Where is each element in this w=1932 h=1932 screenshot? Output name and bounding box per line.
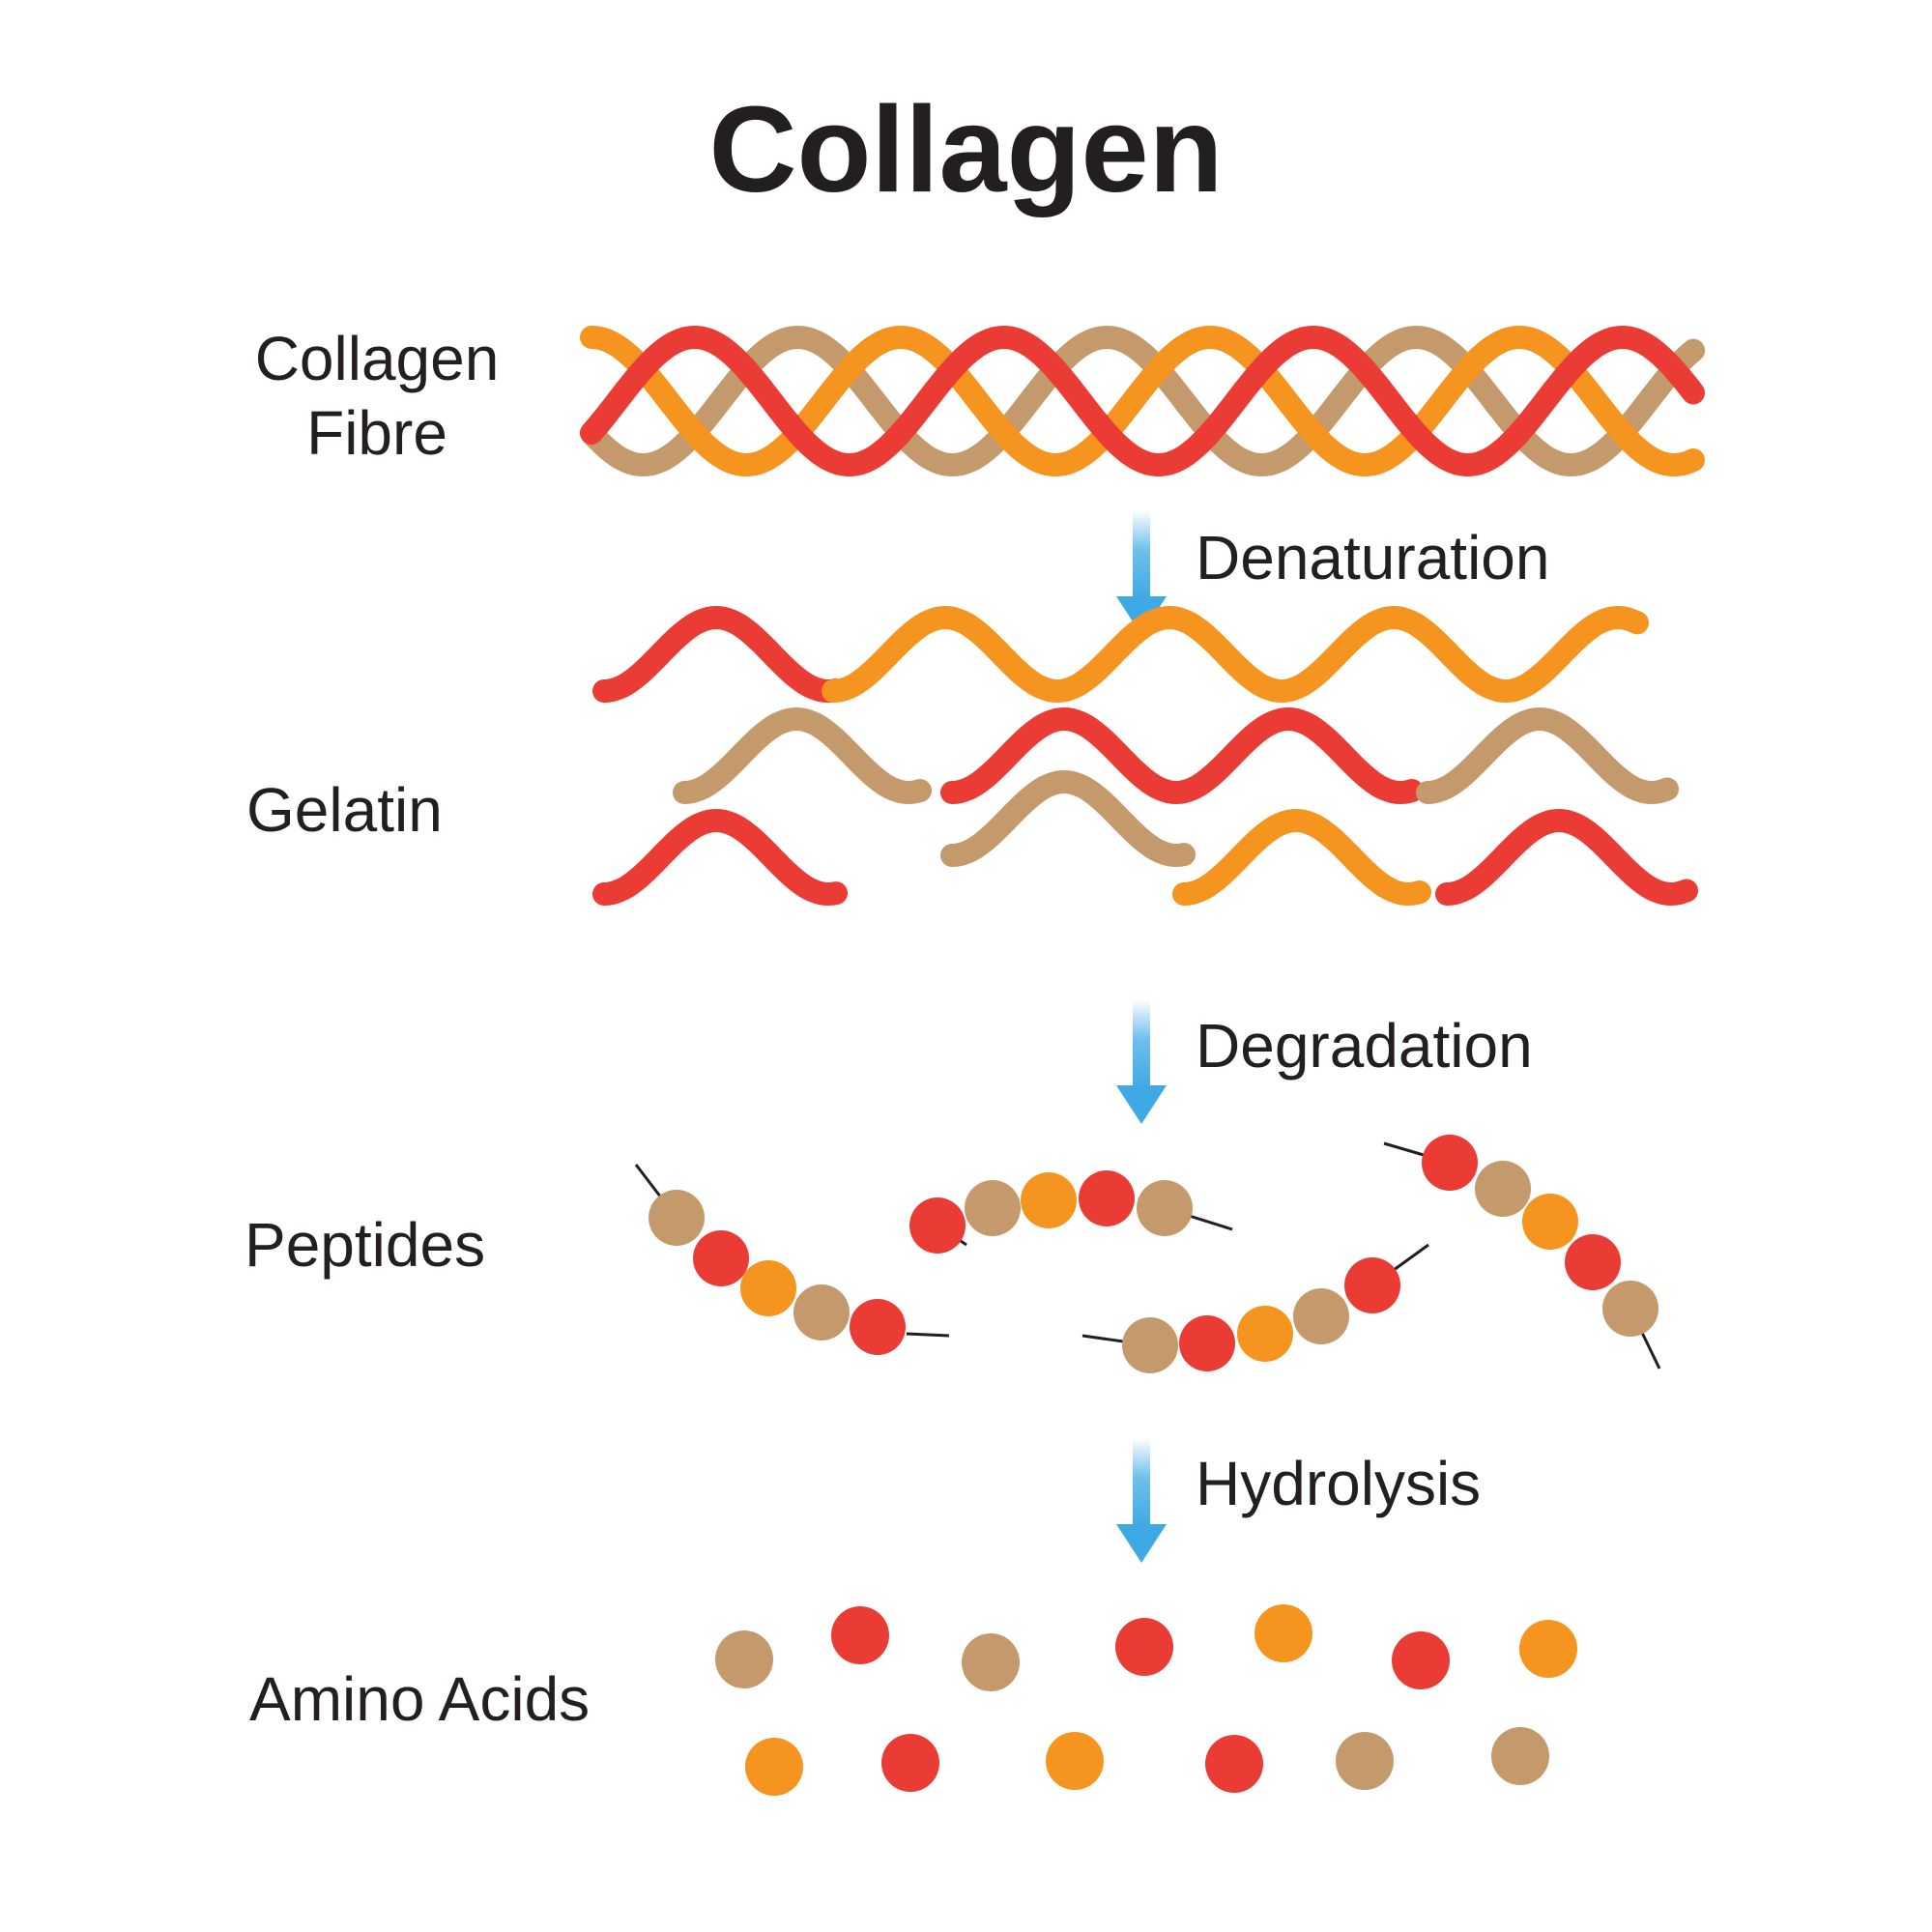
amino-acid-molecule [1046, 1732, 1104, 1790]
arrow-hydrolysis [1116, 1438, 1167, 1563]
gelatin-strand [592, 808, 848, 907]
stage-label-gelatin: Gelatin [246, 775, 443, 845]
stage-label-collagen-fibre: Collagen Fibre [242, 322, 512, 471]
arrow-degradation [1116, 999, 1167, 1124]
gelatin-strand [940, 706, 1424, 805]
amino-acid-bead [1237, 1306, 1293, 1362]
peptide-chain [1383, 1135, 1661, 1370]
amino-acid-bead [1475, 1161, 1531, 1217]
amino-acid-bead [965, 1180, 1021, 1236]
peptide-chain [909, 1170, 1233, 1254]
gelatin-strand [673, 706, 932, 805]
helix-strand-tan [580, 325, 1705, 477]
amino-acid-molecule [881, 1734, 939, 1792]
stage-label-collagen-fibre-line2: Fibre [306, 397, 447, 468]
page-title: Collagen [708, 81, 1224, 217]
amino-acid-bead [1079, 1170, 1135, 1226]
amino-acid-bead [1021, 1172, 1077, 1228]
amino-acid-molecule [962, 1633, 1020, 1691]
amino-acid-bead [1179, 1315, 1235, 1371]
amino-acid-bead [1293, 1288, 1349, 1344]
step-label-degradation: Degradation [1196, 1011, 1533, 1081]
gelatin-strand [1416, 706, 1679, 805]
amino-acid-molecule [831, 1606, 889, 1664]
collagen-fibre-helix [580, 325, 1705, 477]
step-label-denaturation: Denaturation [1196, 523, 1550, 592]
peptide-bond-tail [906, 1332, 950, 1338]
amino-acid-bead [1122, 1317, 1178, 1373]
step-label-hydrolysis: Hydrolysis [1196, 1449, 1482, 1518]
amino-acid-bead [909, 1197, 966, 1254]
gelatin-strands [592, 605, 1698, 907]
helix-strand-red [580, 325, 1705, 477]
amino-acid-bead [850, 1299, 906, 1355]
amino-acid-molecule [1519, 1620, 1577, 1678]
peptide-chain [1081, 1243, 1429, 1373]
amino-acid-molecule [715, 1630, 773, 1688]
amino-acid-bead [1565, 1234, 1621, 1290]
amino-acid-bead [1422, 1135, 1478, 1191]
gelatin-strand [940, 769, 1196, 868]
peptide-chains [634, 1135, 1661, 1373]
gelatin-strand [1435, 808, 1698, 907]
amino-acid-bead [1137, 1180, 1193, 1236]
amino-acid-molecule [1205, 1735, 1263, 1793]
amino-acid-bead [740, 1260, 796, 1316]
amino-acid-bead [1522, 1194, 1578, 1250]
amino-acid-molecules [715, 1604, 1577, 1796]
amino-acid-molecule [745, 1738, 803, 1796]
stage-label-peptides: Peptides [245, 1210, 486, 1280]
amino-acid-bead [1344, 1257, 1400, 1313]
amino-acid-molecule [1336, 1732, 1394, 1790]
amino-acid-bead [793, 1284, 850, 1341]
amino-acid-bead [1602, 1281, 1658, 1337]
amino-acid-bead [693, 1230, 749, 1286]
gelatin-strand [822, 605, 1649, 704]
amino-acid-molecule [1254, 1604, 1312, 1662]
stage-label-amino-acids: Amino Acids [249, 1664, 591, 1734]
peptide-chain [634, 1164, 950, 1355]
helix-strand-orange [580, 325, 1705, 477]
amino-acid-molecule [1392, 1631, 1450, 1689]
stage-label-collagen-fibre-line1: Collagen [254, 324, 500, 393]
amino-acid-bead [649, 1190, 705, 1246]
gelatin-strand [592, 605, 848, 704]
gelatin-strand [1172, 808, 1431, 907]
amino-acid-molecule [1115, 1618, 1173, 1676]
amino-acid-molecule [1491, 1727, 1549, 1785]
